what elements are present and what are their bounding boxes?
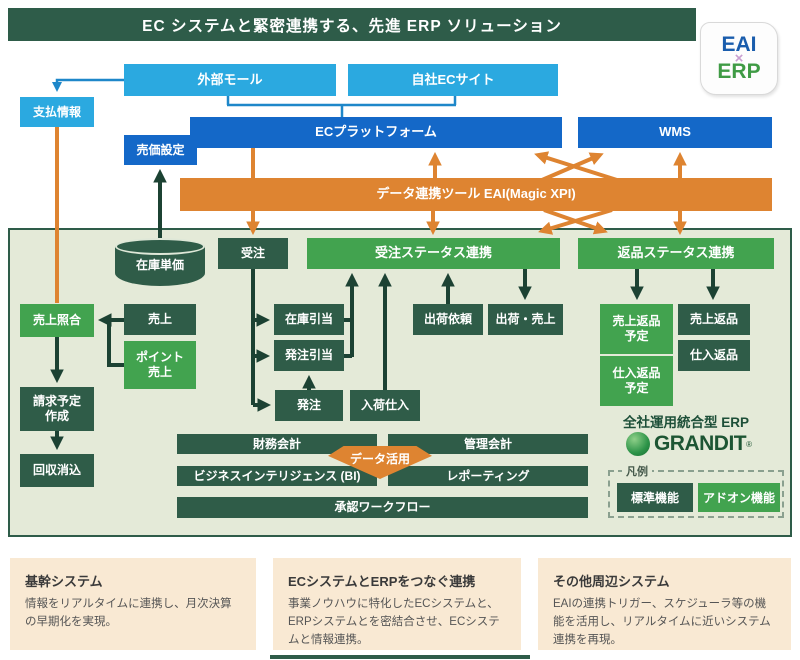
grandit-sphere-icon — [625, 432, 650, 456]
node-po-allocation: 発注引当 — [274, 340, 344, 371]
node-financial-accounting: 財務会計 — [177, 434, 377, 454]
grandit-wordmark: GRANDIT — [653, 432, 747, 455]
page-title: EC システムと緊密連携する、先進 ERP ソリューション — [142, 17, 562, 35]
node-inventory-allocation: 在庫引当 — [274, 304, 344, 335]
node-return-status-link: 返品ステータス連携 — [578, 238, 774, 269]
node-payment-info: 支払情報 — [20, 97, 94, 127]
inventory-unit-price-cylinder: 在庫単価 — [115, 238, 205, 288]
node-purchase-return-plan: 仕入返品 予定 — [600, 356, 673, 406]
node-purchase-return: 仕入返品 — [678, 340, 750, 371]
node-sales-matching: 売上照合 — [20, 304, 94, 337]
cylinder-label: 在庫単価 — [135, 258, 184, 272]
node-approval-workflow: 承認ワークフロー — [177, 497, 588, 518]
info-card-ec-erp-link: ECシステムとERPをつなぐ連携 事業ノウハウに特化したECシステムと、ERPシ… — [273, 558, 521, 650]
card-body: 事業ノウハウに特化したECシステムと、ERPシステムとを密結合させ、ECシステム… — [288, 598, 500, 646]
legend-addon-function: アドオン機能 — [698, 483, 780, 512]
node-billing-schedule: 請求予定 作成 — [20, 387, 94, 431]
eai-erp-badge: EAI × ERP — [700, 22, 778, 95]
card-body: EAIの連携トリガー、スケジューラ等の機能を活用し、リアルタイムに近いシステム連… — [553, 598, 771, 646]
bottom-divider-line — [270, 655, 530, 659]
header-bar: EC システムと緊密連携する、先進 ERP ソリューション — [8, 8, 696, 41]
info-card-core-system: 基幹システム 情報をリアルタイムに連携し、月次決算の早期化を実現。 — [10, 558, 256, 650]
node-collection-clearing: 回収消込 — [20, 454, 94, 487]
node-management-accounting: 管理会計 — [388, 434, 588, 454]
node-price-setting: 売価設定 — [124, 135, 197, 165]
node-own-ec-site: 自社ECサイト — [348, 64, 558, 96]
node-sales-return: 売上返品 — [678, 304, 750, 335]
card-title: 基幹システム — [25, 574, 103, 589]
node-purchase-order: 発注 — [275, 390, 343, 421]
legend-standard-function: 標準機能 — [617, 483, 693, 512]
node-sales-return-plan: 売上返品 予定 — [600, 304, 673, 354]
node-wms: WMS — [578, 117, 772, 148]
card-title: その他周辺システム — [553, 574, 670, 589]
erp-caption: 全社運用統合型 ERP — [622, 415, 749, 430]
node-business-intelligence: ビジネスインテリジェンス (BI) — [177, 466, 377, 486]
badge-erp-text: ERP — [717, 59, 761, 83]
node-reporting: レポーティング — [388, 466, 588, 486]
orange-connectors — [55, 127, 687, 303]
info-card-peripheral-systems: その他周辺システム EAIの連携トリガー、スケジューラ等の機能を活用し、リアルタ… — [538, 558, 791, 650]
node-eai-data-link-bar: データ連携ツール EAI(Magic XPI) — [180, 178, 772, 211]
green-connectors — [50, 168, 720, 451]
node-external-mall: 外部モール — [124, 64, 336, 96]
node-order: 受注 — [218, 238, 288, 269]
grandit-logo: GRANDIT ® — [604, 429, 774, 459]
teal-connectors — [52, 78, 457, 117]
badge-eai-text: EAI — [721, 32, 757, 56]
node-ec-platform: ECプラットフォーム — [190, 117, 562, 148]
registered-mark: ® — [746, 439, 753, 449]
badge-cross-icon: × — [734, 49, 744, 67]
legend-box: 凡例 標準機能 アドオン機能 — [608, 463, 784, 518]
card-title: ECシステムとERPをつなぐ連携 — [288, 574, 476, 589]
node-order-status-link: 受注ステータス連携 — [307, 238, 560, 269]
legend-label: 凡例 — [622, 463, 652, 479]
node-point-sales: ポイント 売上 — [124, 341, 196, 389]
node-receiving-purchase: 入荷仕入 — [350, 390, 420, 421]
node-shipping-request: 出荷依頼 — [413, 304, 483, 335]
node-sales: 売上 — [124, 304, 196, 335]
node-shipping-sales: 出荷・売上 — [488, 304, 563, 335]
cylinder-top-ellipse — [115, 238, 205, 255]
card-body: 情報をリアルタイムに連携し、月次決算の早期化を実現。 — [25, 598, 232, 628]
